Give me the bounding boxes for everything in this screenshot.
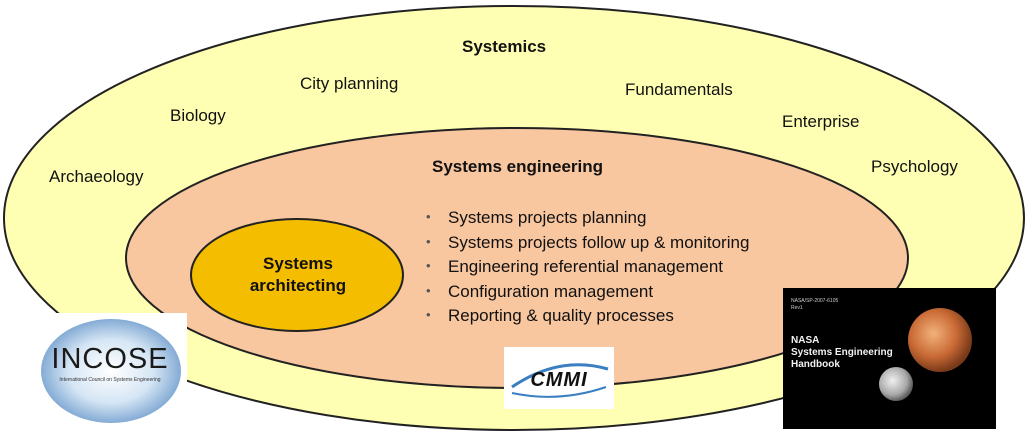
systemics-title: Systemics <box>462 37 547 56</box>
label-city-planning: City planning <box>300 74 399 93</box>
incose-logo: INCOSE International Council on Systems … <box>33 313 187 428</box>
label-fundamentals: Fundamentals <box>625 80 733 99</box>
cmmi-name: CMMI <box>530 369 588 391</box>
mars-image <box>908 308 972 372</box>
bullet-item: •Systems projects follow up & monitoring <box>426 230 749 255</box>
label-psychology: Psychology <box>871 157 958 176</box>
bullet-item: •Engineering referential management <box>426 254 749 279</box>
handbook-title-se: Systems Engineering <box>791 347 893 358</box>
bullet-item: •Configuration management <box>426 279 749 304</box>
bullet-icon: • <box>426 258 431 273</box>
incose-tagline: International Council on Systems Enginee… <box>59 377 161 383</box>
systems-architecting-label: Systems architecting <box>249 254 347 295</box>
handbook-revision: Rev1 <box>791 305 803 311</box>
handbook-doc-number: NASA/SP-2007-6105 <box>791 298 839 304</box>
bullet-icon: • <box>426 209 431 224</box>
handbook-title-handbook: Handbook <box>791 359 840 370</box>
nasa-handbook-cover: NASA/SP-2007-6105 Rev1 NASA Systems Engi… <box>783 288 996 429</box>
label-biology: Biology <box>170 106 226 125</box>
bullet-icon: • <box>426 307 431 322</box>
label-archaeology: Archaeology <box>49 167 144 186</box>
bullet-icon: • <box>426 282 431 298</box>
bullet-icon: • <box>426 233 431 249</box>
bullet-item: •Reporting & quality processes <box>426 303 749 328</box>
systems-engineering-bullets: •Systems projects planning •Systems proj… <box>426 205 749 328</box>
incose-name: INCOSE <box>51 343 169 375</box>
systems-architecting-ellipse <box>190 218 404 332</box>
systems-engineering-title: Systems engineering <box>432 157 604 176</box>
handbook-title-nasa: NASA <box>791 335 820 346</box>
label-enterprise: Enterprise <box>782 112 860 131</box>
bullet-item: •Systems projects planning <box>426 205 749 230</box>
cmmi-logo: CMMI <box>504 347 614 409</box>
moon-image <box>879 367 913 401</box>
